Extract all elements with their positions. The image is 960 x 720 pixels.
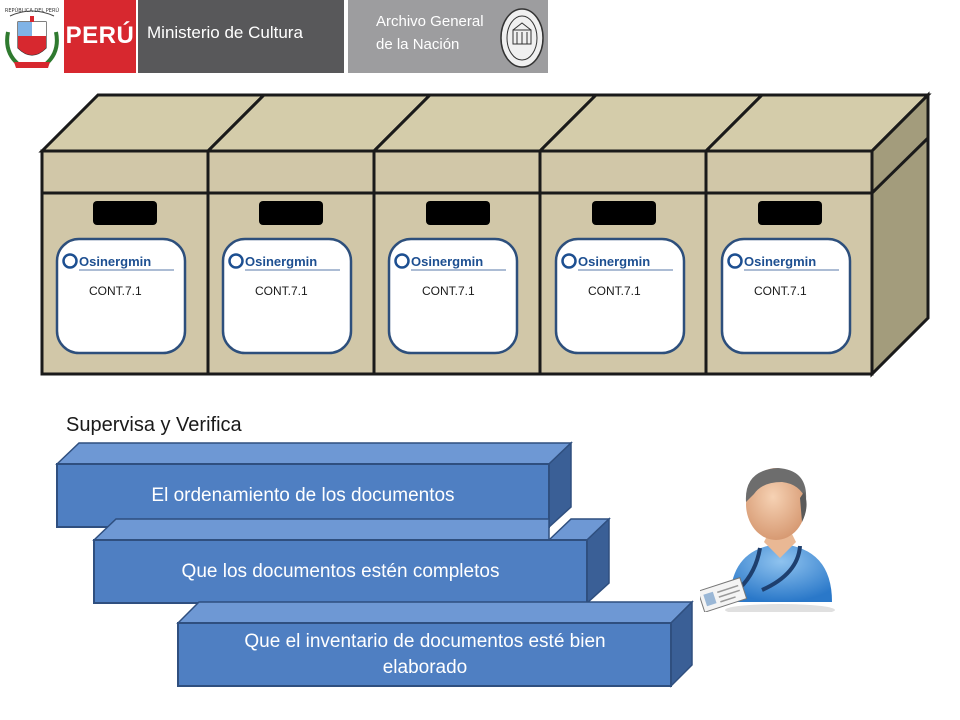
- header: REPÚBLICA DEL PERÚ PERÚ Ministerio de Cu…: [0, 0, 960, 76]
- supervise-steps: [55, 441, 694, 688]
- box-label-card: [221, 237, 353, 355]
- step-completos: Que los documentos estén completos: [181, 560, 500, 582]
- shield-caption: REPÚBLICA DEL PERÚ: [5, 7, 60, 14]
- box-label-card: [55, 237, 187, 355]
- box-handle: [426, 201, 490, 225]
- box-label-card: [387, 237, 519, 355]
- archive-name-line1: Archivo General: [376, 13, 484, 30]
- archive-name-line2: de la Nación: [376, 36, 460, 53]
- box-handle: [758, 201, 822, 225]
- ministry-block: [138, 0, 344, 73]
- box-handle: [592, 201, 656, 225]
- archive-boxes-illustration: Osinergmin Osinergmin Osinergmin Osinergmin…: [38, 91, 932, 378]
- osinergmin-logo-icon: Osinergmin: [228, 253, 340, 271]
- supervisor-person-icon: [700, 468, 835, 612]
- box-label-card: [720, 237, 852, 355]
- osinergmin-logo-icon: Osinergmin: [727, 253, 839, 271]
- osinergmin-logo-text: Osinergmin: [578, 254, 650, 269]
- step-ordenamiento: El ordenamiento de los documentos: [151, 484, 455, 506]
- peru-shield-icon: REPÚBLICA DEL PERÚ: [5, 7, 60, 68]
- ministry-name: Ministerio de Cultura: [147, 23, 303, 42]
- osinergmin-logo-text: Osinergmin: [245, 254, 317, 269]
- osinergmin-logo-text: Osinergmin: [744, 254, 816, 269]
- box-label-4: CONT.7.1: [588, 284, 641, 298]
- box-label-1: CONT.7.1: [89, 284, 142, 298]
- osinergmin-logo-icon: Osinergmin: [561, 253, 673, 271]
- box-handle: [93, 201, 157, 225]
- box-label-5: CONT.7.1: [754, 284, 807, 298]
- country-name: PERÚ: [65, 22, 135, 49]
- box-label-3: CONT.7.1: [422, 284, 475, 298]
- osinergmin-logo-icon: Osinergmin: [394, 253, 506, 271]
- osinergmin-logo-text: Osinergmin: [411, 254, 483, 269]
- supervise-title: Supervisa y Verifica: [66, 414, 242, 436]
- peru-red-block: [64, 0, 136, 73]
- box-label-2: CONT.7.1: [255, 284, 308, 298]
- osinergmin-logo-text: Osinergmin: [79, 254, 151, 269]
- archive-seal-icon: [500, 8, 544, 68]
- step-inventario: Que el inventario de documentos esté bie…: [244, 630, 606, 678]
- osinergmin-logo-icon: Osinergmin: [62, 253, 174, 271]
- box-label-card: [554, 237, 686, 355]
- box-handle: [259, 201, 323, 225]
